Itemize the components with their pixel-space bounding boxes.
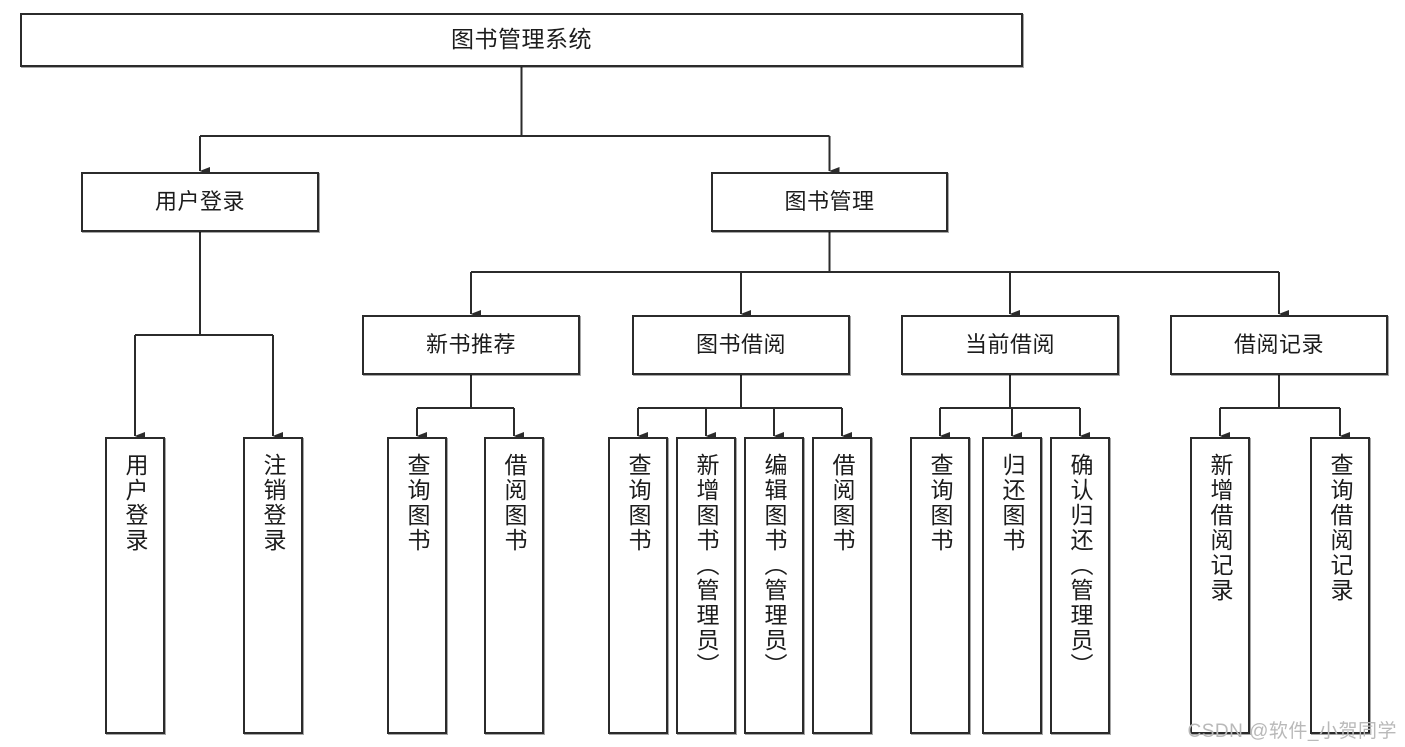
node-l3-b1[interactable]: 查询图书 bbox=[387, 437, 447, 734]
node-l3-b2[interactable]: 借阅图书 bbox=[484, 437, 544, 734]
node-label: 查询图书 bbox=[404, 453, 431, 553]
node-l3-e1[interactable]: 新增借阅记录 bbox=[1190, 437, 1250, 734]
node-label: 编辑图书（管理员） bbox=[761, 453, 788, 678]
node-l1-book[interactable]: 图书管理 bbox=[711, 172, 948, 232]
node-label: 查询图书 bbox=[927, 453, 954, 553]
node-l3-e2[interactable]: 查询借阅记录 bbox=[1310, 437, 1370, 734]
node-l3-c1[interactable]: 查询图书 bbox=[608, 437, 668, 734]
node-l3-c3[interactable]: 编辑图书（管理员） bbox=[744, 437, 804, 734]
node-l3-a2[interactable]: 注销登录 bbox=[243, 437, 303, 734]
node-root[interactable]: 图书管理系统 bbox=[20, 13, 1023, 67]
edge-layer bbox=[133, 67, 1351, 441]
node-label: 查询借阅记录 bbox=[1327, 453, 1354, 603]
node-l3-a1[interactable]: 用户登录 bbox=[105, 437, 165, 734]
node-l3-d1[interactable]: 查询图书 bbox=[910, 437, 970, 734]
node-l3-d3[interactable]: 确认归还（管理员） bbox=[1050, 437, 1110, 734]
node-label: 新增借阅记录 bbox=[1207, 453, 1234, 603]
node-l2-borrow[interactable]: 图书借阅 bbox=[632, 315, 850, 375]
node-label: 借阅图书 bbox=[501, 453, 528, 553]
node-label: 借阅记录 bbox=[1233, 332, 1324, 358]
node-label: 用户登录 bbox=[122, 453, 149, 553]
node-label: 新书推荐 bbox=[425, 332, 516, 358]
node-l3-d2[interactable]: 归还图书 bbox=[982, 437, 1042, 734]
node-l2-new[interactable]: 新书推荐 bbox=[362, 315, 580, 375]
node-label: 新增图书（管理员） bbox=[693, 453, 720, 678]
node-label: 图书管理系统 bbox=[451, 26, 592, 53]
node-l2-current[interactable]: 当前借阅 bbox=[901, 315, 1119, 375]
node-label: 归还图书 bbox=[999, 453, 1026, 553]
node-label: 图书借阅 bbox=[695, 332, 786, 358]
node-l3-c4[interactable]: 借阅图书 bbox=[812, 437, 872, 734]
node-label: 注销登录 bbox=[260, 453, 287, 553]
node-label: 借阅图书 bbox=[829, 453, 856, 553]
node-l1-login[interactable]: 用户登录 bbox=[81, 172, 319, 232]
node-label: 确认归还（管理员） bbox=[1067, 453, 1094, 678]
node-label: 用户登录 bbox=[154, 189, 245, 215]
node-l3-c2[interactable]: 新增图书（管理员） bbox=[676, 437, 736, 734]
node-label: 当前借阅 bbox=[964, 332, 1055, 358]
node-label: 图书管理 bbox=[784, 189, 875, 215]
watermark-text: CSDN @软件_小贺同学 bbox=[1187, 721, 1397, 742]
node-l2-record[interactable]: 借阅记录 bbox=[1170, 315, 1388, 375]
node-label: 查询图书 bbox=[625, 453, 652, 553]
